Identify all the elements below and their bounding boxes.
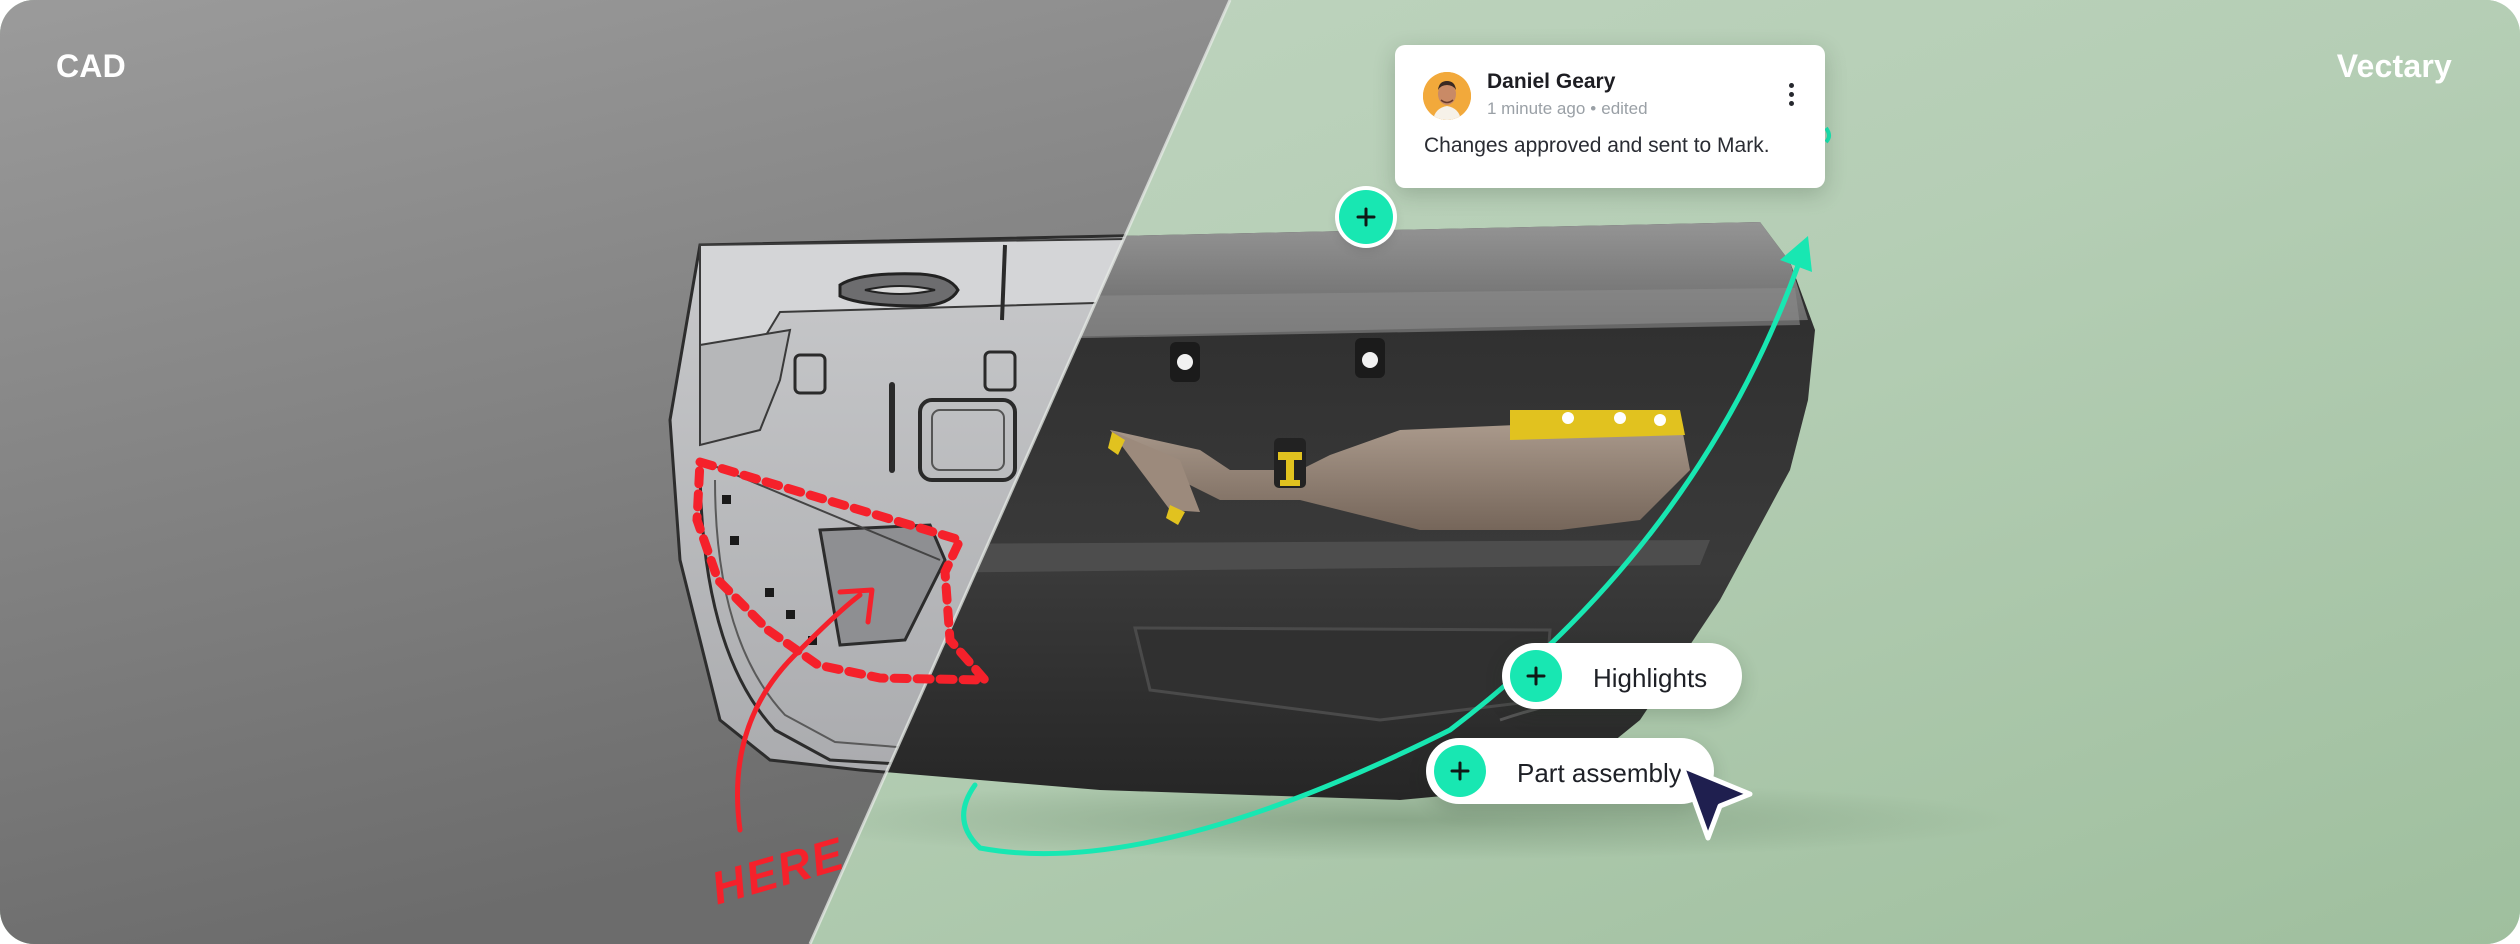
plus-icon [1356,207,1376,227]
comment-text: Changes approved and sent to Mark. [1424,134,1770,157]
more-options-button[interactable] [1783,79,1799,109]
avatar[interactable] [1423,72,1471,120]
plus-icon [1450,761,1470,781]
vertical-ellipsis-icon [1788,82,1794,88]
comment-time: 1 minute ago [1487,99,1586,118]
teal-tail-mark [1824,126,1831,144]
person-avatar-icon [1423,72,1471,120]
teal-arrow-head [1780,236,1812,272]
meta-separator: • [1590,99,1597,118]
vertical-ellipsis-icon [1788,100,1794,106]
vertical-ellipsis-icon [1788,91,1794,97]
add-hotspot-button[interactable] [1339,190,1393,244]
hotspot-chip-highlights[interactable]: Highlights [1502,643,1742,709]
vectary-label: Vectary [2336,48,2452,84]
hotspot-label: Part assembly [1517,758,1682,788]
red-arrow-head [837,587,875,625]
cad-label: CAD [56,48,126,84]
red-dashed-outline [692,456,996,685]
comment-meta: 1 minute ago•edited [1487,99,1648,119]
hotspot-plus-button[interactable] [1510,650,1562,702]
red-arrow-stroke [735,592,863,833]
hotspot-plus-button[interactable] [1434,745,1486,797]
comment-author: Daniel Geary [1487,70,1616,93]
hotspot-label: Highlights [1593,663,1708,693]
mouse-pointer-icon [1679,763,1753,841]
comment-card[interactable]: Daniel Geary 1 minute ago•edited Changes… [1395,45,1825,188]
teal-curve-arrow [961,257,1803,857]
plus-icon [1526,666,1546,686]
comment-edited-flag: edited [1601,99,1648,118]
hotspot-chip-part-assembly[interactable]: Part assembly [1426,738,1714,804]
